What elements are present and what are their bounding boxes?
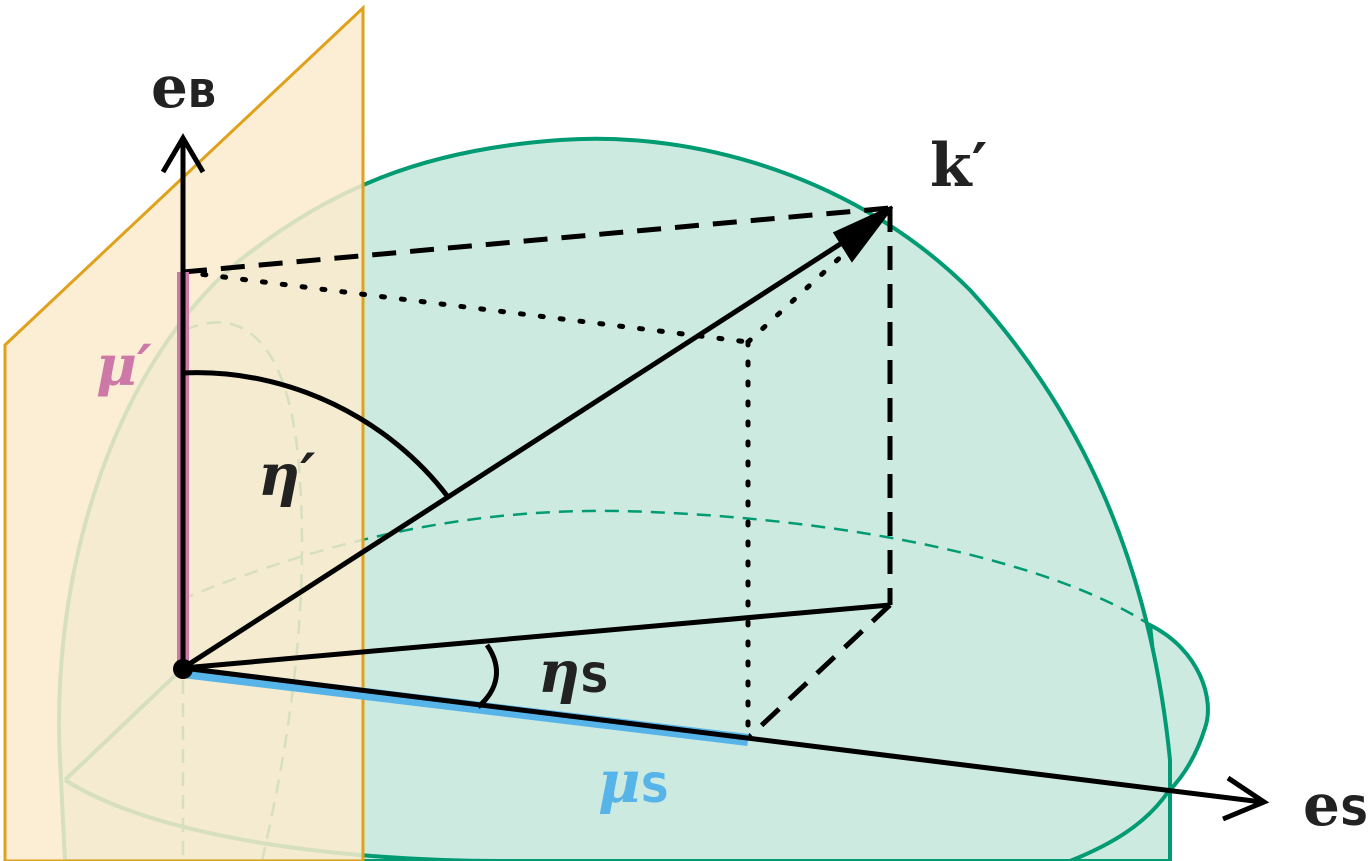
k-prime-vector [181,227,864,671]
label-mu-s-sub: S [640,766,669,812]
label-e-s-main: e [1303,771,1340,839]
vectors [160,133,1270,822]
e-b-arrowhead [160,133,206,174]
box-bottom-dashed [746,603,892,740]
label-mu-s-main: μ [598,748,640,816]
label-eta-s-sub: S [580,656,609,702]
eta-prime-arc [182,370,450,499]
label-e-b-main: e [151,53,188,121]
e-s-axis [182,665,1263,805]
e-s-arrowhead [1222,775,1270,822]
origin-point [173,659,193,679]
box-top-dotted [180,269,751,345]
projection-box [180,205,893,741]
label-e-b-sub: B [188,72,217,116]
label-eta-prime: η′ [258,441,315,509]
box-top-dashed [182,205,891,275]
label-mu-s: μS [598,748,669,816]
label-eta-s: ηS [538,638,609,706]
label-e-b: eB [151,53,217,121]
label-e-s-sub: S [1340,789,1369,835]
k-prime-arrowhead [832,205,894,263]
label-k-prime: k′ [930,131,987,201]
horizontal-projection-vector [182,602,891,671]
label-eta-s-main: η [538,638,580,706]
label-mu-prime: μ′ [96,333,152,399]
eta-s-arc [476,643,499,709]
label-e-s: eS [1303,771,1369,839]
